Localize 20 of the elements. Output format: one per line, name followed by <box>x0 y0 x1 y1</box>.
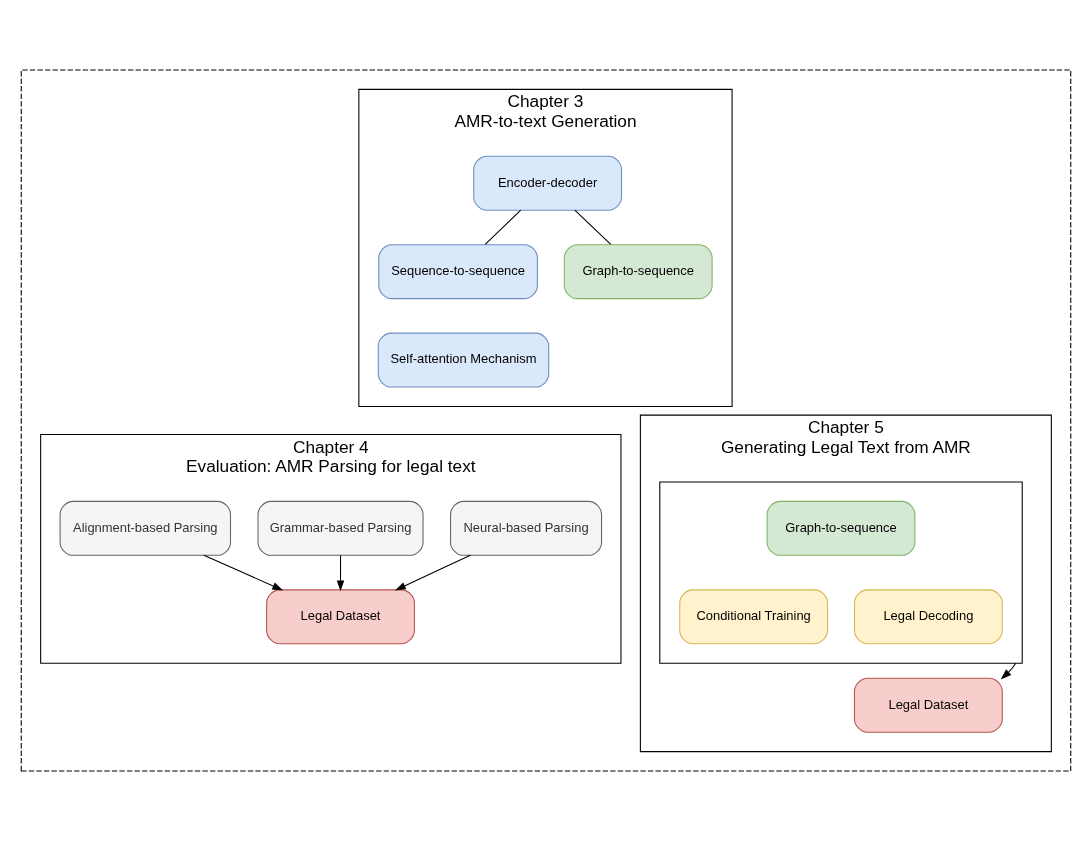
cluster <box>20 69 1072 772</box>
node-box: Legal Dataset <box>266 589 415 645</box>
cluster <box>659 481 1023 664</box>
node-box: Sequence-to-sequence <box>378 244 538 300</box>
node-box: Alignment-based Parsing <box>59 500 232 556</box>
node-box: Conditional Training <box>679 589 829 645</box>
arrow <box>395 554 471 591</box>
node-box: Self-attention Mechanism <box>377 332 550 388</box>
connector <box>484 209 522 245</box>
arrow <box>336 554 345 592</box>
arrow <box>203 554 284 591</box>
node-box: Graph-to-sequence <box>563 244 713 300</box>
arrow <box>1000 662 1017 680</box>
connector <box>574 209 612 245</box>
node-box: Graph-to-sequence <box>766 500 916 556</box>
node-box: Legal Decoding <box>853 589 1003 645</box>
node-box: Neural-based Parsing <box>450 500 603 556</box>
node-box: Legal Dataset <box>853 677 1003 733</box>
node-box: Encoder-decoder <box>473 155 623 211</box>
node-box: Grammar-based Parsing <box>257 500 424 556</box>
